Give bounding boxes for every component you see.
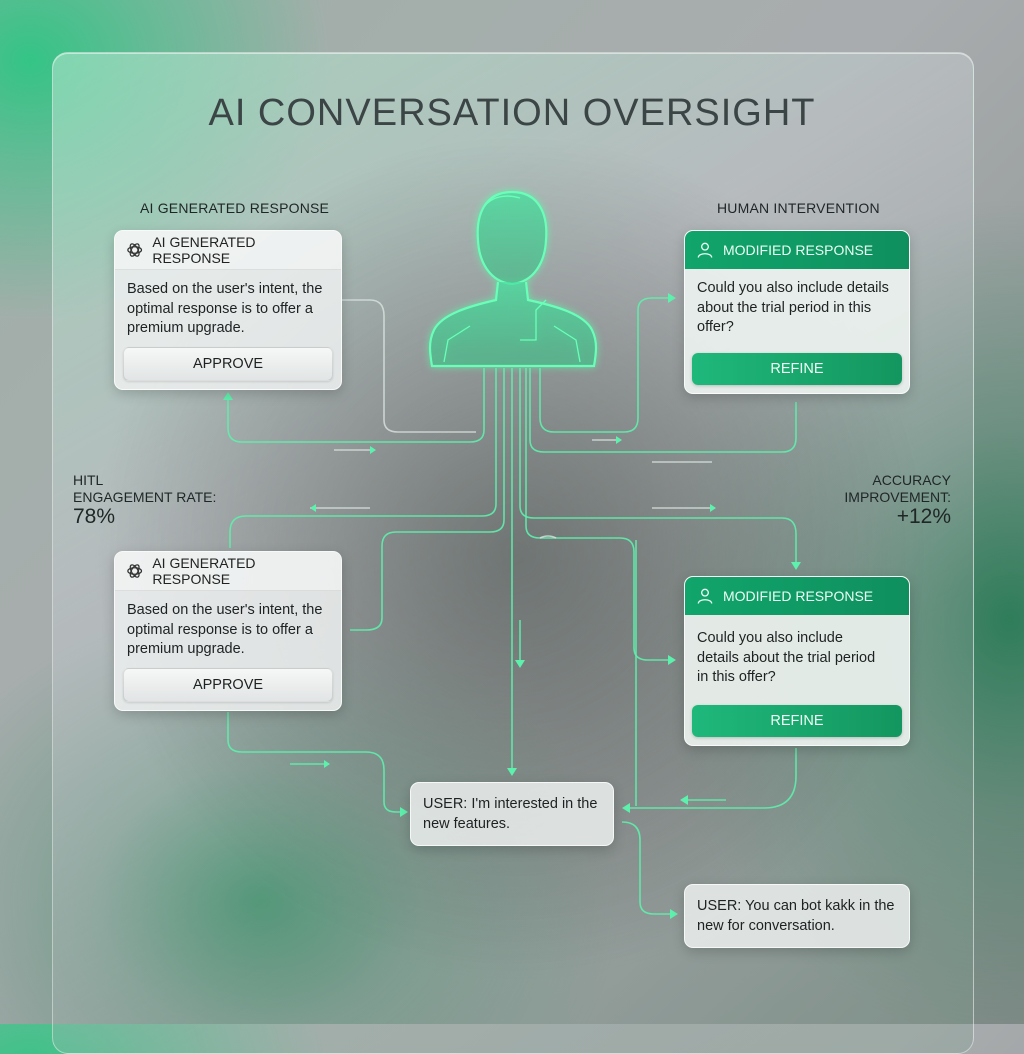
hitl-stat-value: 78% [73,505,116,528]
user-message-text: USER: I'm interested in the new features… [423,796,598,832]
flow-diagram [223,190,801,919]
arrow-left-icon [680,795,688,805]
refine-button[interactable]: REFINE [692,353,902,385]
arrow-left-icon [622,803,630,813]
modified-response-card: MODIFIED RESPONSE Could you also include… [684,230,910,394]
hitl-stat-line1: HITL [73,472,104,488]
accuracy-stat-value: +12% [896,505,951,528]
flow-line [229,368,497,548]
ai-response-card: AI GENERATED RESPONSE Based on the user'… [114,230,342,390]
refine-button[interactable]: REFINE [692,705,902,737]
arrow-down-icon [791,562,801,570]
arrow-left-icon [310,504,316,512]
flow-line [626,748,797,809]
left-section-label: AI GENERATED RESPONSE [140,200,330,216]
flow-line [342,299,476,433]
flow-line [350,368,505,631]
flow-line [525,368,672,661]
arrow-down-icon [515,660,525,668]
approve-button[interactable]: APPROVE [123,668,333,702]
user-message-bubble: USER: You can bot kakk in the new for co… [684,884,910,948]
arrow-right-icon [616,436,622,444]
ai-card-text: Based on the user's intent, the optimal … [127,602,323,657]
flow-line [621,821,674,915]
ai-card-title: AI GENERATED RESPONSE [152,234,256,266]
arrow-right-icon [670,909,678,919]
modified-card-text: Could you also include details about the… [697,280,889,335]
modified-card-header: MODIFIED RESPONSE [685,231,909,269]
right-section-label: HUMAN INTERVENTION [717,200,880,216]
hitl-engagement-stat: HITL ENGAGEMENT RATE: 78% [73,472,217,528]
arrow-right-icon [400,807,408,817]
flow-line [539,297,672,433]
user-icon [697,588,713,604]
user-message-bubble: USER: I'm interested in the new features… [410,782,614,846]
flow-line [227,368,485,443]
modified-card-title: MODIFIED RESPONSE [723,588,874,604]
page-title: AI CONVERSATION OVERSIGHT [208,92,816,134]
openai-knot-icon [127,243,143,257]
ai-card-text: Based on the user's intent, the optimal … [127,281,323,336]
user-message-text: USER: You can bot kakk in the new for co… [697,898,895,934]
modified-card-title: MODIFIED RESPONSE [723,242,874,258]
arrow-right-icon [668,655,676,665]
flow-line [529,368,797,453]
ai-card-header: AI GENERATED RESPONSE [115,231,341,270]
hitl-stat-line2: ENGAGEMENT RATE: [73,489,217,505]
flow-line [539,535,557,539]
arrow-right-icon [370,446,376,454]
approve-button[interactable]: APPROVE [123,347,333,381]
accuracy-stat-line2: IMPROVEMENT: [844,489,951,505]
ai-card-header: AI GENERATED RESPONSE [115,552,341,591]
arrow-up-icon [223,392,233,400]
ai-card-title: AI GENERATED RESPONSE [152,555,256,587]
ai-response-card: AI GENERATED RESPONSE Based on the user'… [114,551,342,711]
arrow-down-icon [507,768,517,776]
modified-card-header: MODIFIED RESPONSE [685,577,909,615]
modified-card-text: Could you also include details about the… [697,630,876,685]
openai-knot-icon [127,564,143,578]
arrow-right-icon [668,293,676,303]
arrow-right-icon [710,504,716,512]
modified-response-card: MODIFIED RESPONSE Could you also include… [684,576,910,746]
human-reviewer-icon [428,190,598,368]
accuracy-stat-line1: ACCURACY [872,472,951,488]
flow-line [519,368,797,566]
arrow-right-icon [324,760,330,768]
flow-line [227,712,404,813]
accuracy-improvement-stat: ACCURACY IMPROVEMENT: +12% [844,472,951,528]
user-icon [697,242,713,258]
